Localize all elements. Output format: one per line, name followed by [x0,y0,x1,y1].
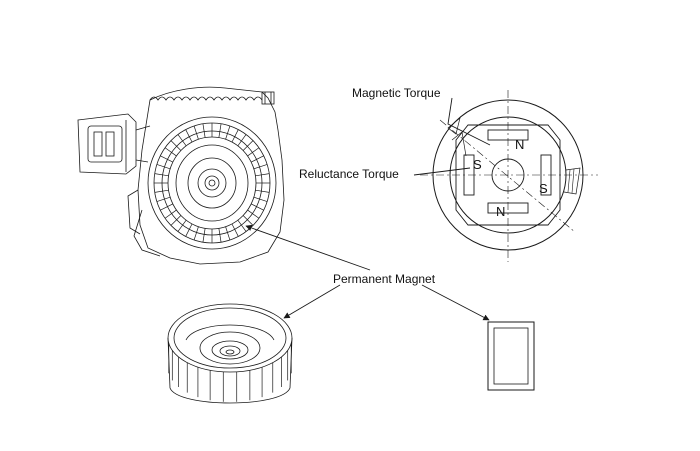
permanent-magnet-label: Permanent Magnet [333,272,436,286]
stator-tooth-line [185,129,193,143]
rotor-magnet-slots [168,343,292,402]
stator-tooth-line [231,129,239,143]
stator-tooth-line [247,209,260,219]
reluctance-torque-label: Reluctance Torque [299,167,399,181]
stator-tooth-line [242,215,254,226]
pole-left-label: S [473,157,482,172]
reluctance-torque-leader [413,167,471,176]
stator-tooth-line [253,196,268,202]
stator-tooth-line [255,173,270,177]
permanent-magnet-illustration [487,321,535,391]
stator-tooth-line [242,140,254,151]
stator-tooth-line [218,228,222,243]
arrow-to-rotor [283,284,341,319]
magnetic-torque-leader [447,97,491,146]
stator-tooth-line [251,203,264,211]
motor-assembly-illustration [77,86,285,265]
leader-lines [245,97,491,321]
stator-tooth-line [164,209,177,219]
stator-tooth-line [225,226,231,241]
stator-teeth [154,123,270,243]
stator-tooth-line [177,134,187,146]
stator-tooth-line [202,228,206,243]
magnetic-torque-label: Magnetic Torque [352,86,441,100]
arrow-to-stator-magnets [245,224,371,271]
stator-tooth-line [170,140,182,151]
stator-tooth-line [218,123,222,138]
pole-right-label: S [539,181,548,196]
stator-tooth-line [185,223,193,237]
stator-tooth-line [154,189,169,193]
stator-tooth-line [255,189,270,193]
arrow-to-magnet [421,284,490,321]
stator-tooth-line [237,134,247,146]
stator-tooth-line [156,164,171,170]
stator-tooth-line [154,173,169,177]
stator-tooth-line [164,147,177,157]
pole-bottom-label: N [496,204,506,219]
stator-tooth-line [193,125,199,140]
stator-tooth-line [160,203,173,211]
stator-tooth-line [231,223,239,237]
rotor-cross-section [420,90,598,262]
stator-tooth-line [202,123,206,138]
stator-tooth-line [237,220,247,232]
stator-tooth-line [247,147,260,157]
stator-tooth-line [156,196,171,202]
pole-top-label: N [515,137,525,152]
stator-tooth-line [253,164,268,170]
rotor-illustration [167,303,293,404]
stator-tooth-line [170,215,182,226]
stator-tooth-line [160,155,173,163]
stator-tooth-line [251,155,264,163]
stator-tooth-line [193,226,199,241]
stator-tooth-line [225,125,231,140]
stator-tooth-line [177,220,187,232]
